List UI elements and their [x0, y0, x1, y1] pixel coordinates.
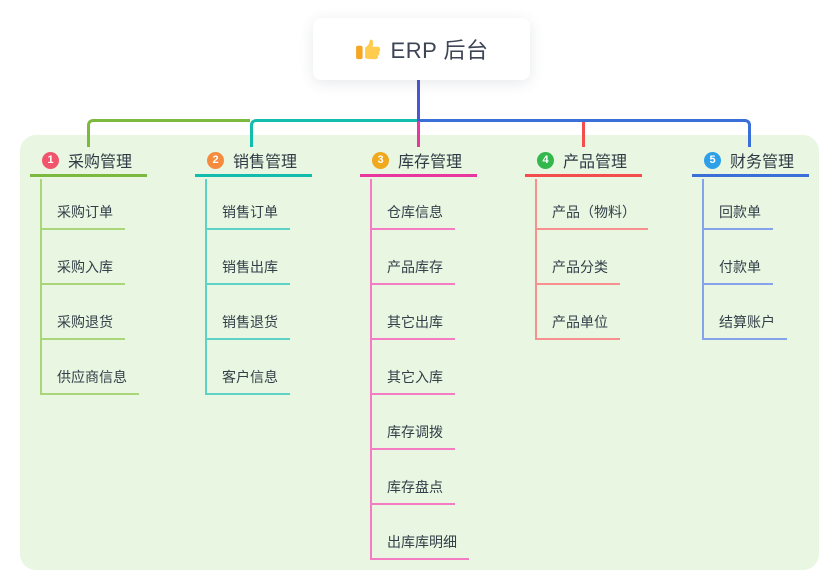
root-node[interactable]: ERP 后台 — [313, 18, 530, 80]
branch5-connector-line — [418, 119, 751, 147]
branch-label: 销售管理 — [233, 154, 298, 171]
branch-header-inventory[interactable]: 3 库存管理 — [360, 146, 477, 177]
branch1-connector-line — [87, 119, 250, 147]
branch-number-badge: 4 — [537, 151, 554, 169]
branch-header-finance[interactable]: 5 财务管理 — [692, 146, 809, 177]
node-customer-info[interactable]: 客户信息 — [205, 359, 290, 395]
node-product-stock[interactable]: 产品库存 — [370, 249, 455, 285]
node-purchase-inbound[interactable]: 采购入库 — [40, 249, 125, 285]
node-sales-order[interactable]: 销售订单 — [205, 194, 290, 230]
root-connector-line — [417, 80, 420, 121]
node-other-outbound[interactable]: 其它出库 — [370, 304, 455, 340]
branch-number-badge: 1 — [42, 151, 59, 169]
branch-spine-line — [205, 179, 207, 395]
branch-label: 财务管理 — [730, 154, 795, 171]
branch-label: 库存管理 — [398, 154, 463, 171]
branch-header-procurement[interactable]: 1 采购管理 — [30, 146, 147, 177]
node-purchase-order[interactable]: 采购订单 — [40, 194, 125, 230]
node-sales-return[interactable]: 销售退货 — [205, 304, 290, 340]
branch-spine-line — [535, 179, 537, 340]
branch4-connector-line — [582, 122, 585, 147]
node-warehouse-info[interactable]: 仓库信息 — [370, 194, 455, 230]
branch-label: 采购管理 — [68, 154, 133, 171]
node-purchase-return[interactable]: 采购退货 — [40, 304, 125, 340]
branches-panel — [20, 135, 819, 570]
node-sales-outbound[interactable]: 销售出库 — [205, 249, 290, 285]
branch-spine-line — [370, 179, 372, 560]
node-other-inbound[interactable]: 其它入库 — [370, 359, 455, 395]
branch2-connector-line — [250, 119, 418, 147]
branch-number-badge: 2 — [207, 151, 224, 169]
branch-header-product[interactable]: 4 产品管理 — [525, 146, 642, 177]
branch-header-sales[interactable]: 2 销售管理 — [195, 146, 312, 177]
branch-number-badge: 3 — [372, 151, 389, 169]
node-receipt-bill[interactable]: 回款单 — [702, 194, 773, 230]
node-product-unit[interactable]: 产品单位 — [535, 304, 620, 340]
branch-spine-line — [40, 179, 42, 395]
node-supplier-info[interactable]: 供应商信息 — [40, 359, 139, 395]
branch3-connector-line — [417, 121, 420, 147]
node-outbound-detail[interactable]: 出库库明细 — [370, 524, 469, 560]
thumbs-up-icon — [355, 36, 381, 62]
node-stock-taking[interactable]: 库存盘点 — [370, 469, 455, 505]
branch-spine-line — [702, 179, 704, 340]
node-payment-bill[interactable]: 付款单 — [702, 249, 773, 285]
branch-label: 产品管理 — [563, 154, 628, 171]
node-product-category[interactable]: 产品分类 — [535, 249, 620, 285]
node-settlement-account[interactable]: 结算账户 — [702, 304, 787, 340]
branch-number-badge: 5 — [704, 151, 721, 169]
node-product-material[interactable]: 产品（物料） — [535, 194, 648, 230]
node-stock-transfer[interactable]: 库存调拨 — [370, 414, 455, 450]
root-label: ERP 后台 — [390, 38, 489, 63]
